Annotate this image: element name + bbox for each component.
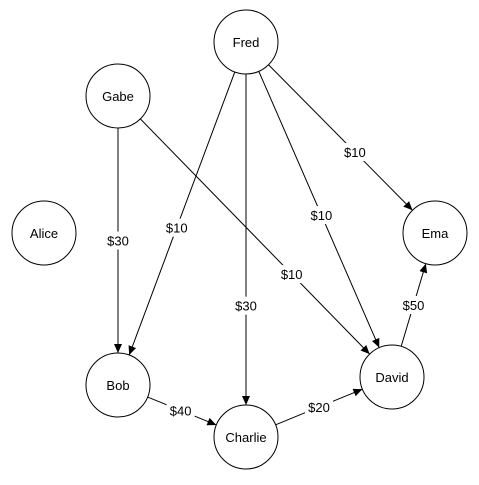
- edge-label-text: $20: [308, 400, 330, 415]
- edge-label-charlie-to-david: $20: [305, 398, 333, 416]
- node-circle: [359, 344, 425, 410]
- node-circle: [213, 404, 279, 470]
- edge-fred-to-bob: [128, 71, 236, 356]
- edge-label-background: [232, 296, 260, 315]
- edge-label-bob-to-charlie: $40: [166, 401, 195, 420]
- edge-label-background: [162, 218, 191, 237]
- edge-label-background: [340, 143, 369, 162]
- node-david: David: [359, 344, 425, 410]
- edge-label-gabe-to-david: $10: [277, 265, 306, 284]
- edge-label-gabe-to-bob: $30: [104, 231, 132, 250]
- edge-label-text: $10: [344, 145, 366, 160]
- edge-label-fred-to-ema: $10: [340, 143, 369, 162]
- node-label: Ema: [422, 226, 450, 241]
- edge-label-background: [277, 265, 306, 284]
- edge-label-background: [399, 296, 428, 314]
- node-circle: [85, 352, 151, 418]
- edge-labels-layer: $30 $10 $10 $30 $10 $10 $40 $20 $50: [104, 143, 428, 420]
- edge-label-background: [166, 401, 195, 420]
- node-label: Alice: [30, 226, 58, 241]
- edge-label-fred-to-david: $10: [307, 206, 336, 225]
- edge-label-text: $10: [311, 208, 333, 223]
- node-circle: [402, 200, 468, 266]
- node-label: Fred: [233, 35, 260, 50]
- edge-label-fred-to-bob: $10: [162, 218, 191, 237]
- edge-label-text: $10: [166, 221, 188, 236]
- edge-label-fred-to-charlie: $30: [232, 296, 260, 315]
- edge-label-david-to-ema: $50: [399, 296, 428, 314]
- edge-label-text: $10: [281, 267, 303, 282]
- node-label: Charlie: [225, 430, 266, 445]
- node-bob: Bob: [85, 352, 151, 418]
- edge-label-text: $30: [107, 234, 129, 249]
- edge-label-background: [307, 206, 336, 225]
- edge-label-background: [104, 231, 132, 250]
- node-circle: [213, 9, 279, 75]
- node-alice: Alice: [11, 200, 77, 266]
- node-label: Bob: [106, 378, 129, 393]
- node-gabe: Gabe: [85, 63, 151, 129]
- edge-label-text: $40: [170, 403, 192, 418]
- edge-label-text: $30: [235, 299, 257, 314]
- node-circle: [11, 200, 77, 266]
- edge-label-text: $50: [403, 298, 425, 313]
- edge-gabe-to-david: [139, 118, 371, 355]
- node-label: Gabe: [102, 89, 134, 104]
- node-ema: Ema: [402, 200, 468, 266]
- edge-label-background: [305, 398, 333, 416]
- node-charlie: Charlie: [213, 404, 279, 470]
- node-label: David: [375, 370, 408, 385]
- edge-fred-to-ema: [268, 64, 413, 211]
- node-fred: Fred: [213, 9, 279, 75]
- node-circle: [85, 63, 151, 129]
